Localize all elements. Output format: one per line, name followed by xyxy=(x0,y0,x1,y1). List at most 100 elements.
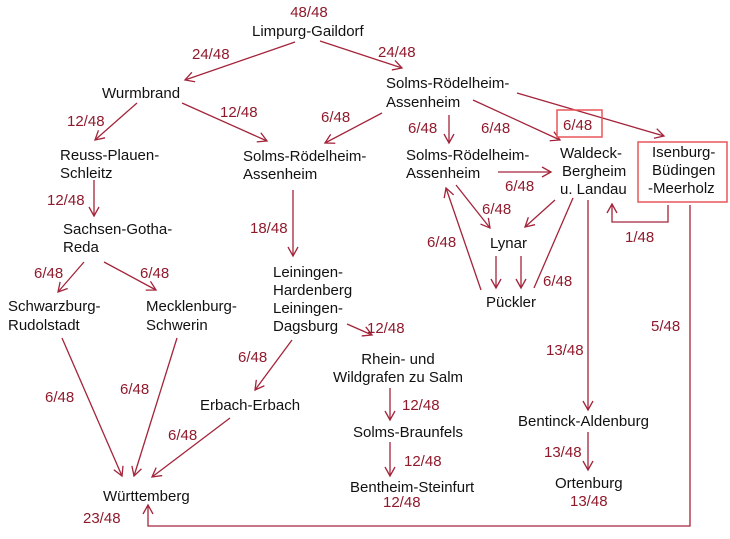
edge-label: 6/48 xyxy=(505,178,534,195)
edge-label: 6/48 xyxy=(45,389,74,406)
edge-label: 12/48 xyxy=(47,192,85,209)
node-wuerttemberg-share: 23/48 xyxy=(83,510,121,527)
node-line: Solms-Rödelheim- xyxy=(406,147,529,164)
node-line: Assenheim xyxy=(243,166,317,183)
node-solms-braunfels: Solms-Braunfels xyxy=(353,424,463,441)
edge-sachsen-schwarzburg xyxy=(57,261,85,294)
node-share: 48/48 xyxy=(290,4,328,21)
edge-erbach-wuerttemberg xyxy=(150,417,231,478)
edge-label: 6/48 xyxy=(543,273,572,290)
node-sachsen: Sachsen-Gotha-Reda xyxy=(63,221,172,256)
edge-label: 6/48 xyxy=(34,265,63,282)
edge-label: 6/48 xyxy=(140,265,169,282)
node-line: Solms-Rödelheim- xyxy=(243,148,366,165)
edge-leiningen-erbach xyxy=(254,339,293,392)
edge-schwarzburg-wuerttemberg xyxy=(61,337,124,478)
edge-isenburg-waldeck xyxy=(606,202,669,223)
node-isenburg: Isenburg-Büdingen-Meerholz xyxy=(648,144,715,197)
edge-label: 5/48 xyxy=(651,318,680,335)
node-line: Wildgrafen zu Salm xyxy=(333,369,463,386)
edge-label: 13/48 xyxy=(544,444,582,461)
node-solms-mid: Solms-Rödelheim-Assenheim xyxy=(243,148,366,183)
node-line: Sachsen-Gotha- xyxy=(63,221,172,238)
edge-label: 24/48 xyxy=(378,44,416,61)
node-schwarzburg: Schwarzburg- Rudolstadt xyxy=(8,298,101,334)
edge-label: 6/48 xyxy=(120,381,149,398)
node-line: Bergheim xyxy=(562,163,626,180)
node-line: Reuss-Plauen- xyxy=(60,147,159,164)
edge-label: 13/48 xyxy=(546,342,584,359)
node-pueckler: Pückler xyxy=(486,294,536,311)
edge-solms-right-lynar xyxy=(455,184,491,230)
node-line: Rudolstadt xyxy=(8,317,81,334)
edge-wurmbrand-solms-mid xyxy=(181,102,269,143)
edge-label: 6/48 xyxy=(168,427,197,444)
highlight-box-share xyxy=(556,109,603,138)
edge-labels: 24/48 24/48 12/48 12/48 6/48 6/48 6/48 6… xyxy=(34,44,680,470)
node-line: Schwerin xyxy=(146,317,208,334)
node-line: Isenburg- xyxy=(652,144,715,161)
node-line: Hardenberg xyxy=(273,282,352,299)
node-line: Leiningen- xyxy=(273,300,343,317)
edge-leiningen-rhein xyxy=(346,323,374,337)
edge-label: 6/48 xyxy=(408,120,437,137)
edge-wurmbrand-reuss xyxy=(93,102,138,141)
edge-label: 12/48 xyxy=(67,113,105,130)
edge-label: 24/48 xyxy=(192,46,230,63)
edge-sachsen-mecklenburg xyxy=(103,261,158,291)
node-lynar: Lynar xyxy=(490,235,527,252)
edge-solms-top-waldeck xyxy=(472,99,562,142)
node-ortenburg-share: 13/48 xyxy=(570,493,608,510)
node-wuerttemberg: Württemberg xyxy=(103,488,190,505)
edge-solms-top-isenburg xyxy=(516,92,666,139)
edge-pueckler-solms-right xyxy=(443,186,482,291)
node-bentheim-share: 12/48 xyxy=(383,494,421,511)
nodes: 48/48 Limpurg-Gaildorf Wurmbrand Solms-R… xyxy=(8,4,715,527)
node-line: Solms-Rödelheim- xyxy=(386,75,509,92)
edges xyxy=(57,40,691,527)
node-limpurg: Limpurg-Gaildorf xyxy=(252,23,365,40)
node-line: -Meerholz xyxy=(648,180,715,197)
node-line: Schleitz xyxy=(60,165,113,182)
edge-label: 1/48 xyxy=(625,229,654,246)
node-line: Reda xyxy=(63,239,100,256)
node-bentheim: Bentheim-Steinfurt xyxy=(350,479,475,496)
edge-mecklenburg-wuerttemberg xyxy=(131,337,178,478)
node-line: Assenheim xyxy=(406,165,480,182)
edge-label: 6/48 xyxy=(427,234,456,251)
node-reuss: Reuss-Plauen-Schleitz xyxy=(60,147,159,182)
node-line: Waldeck- xyxy=(560,145,622,162)
node-line: Rhein- und xyxy=(361,351,434,368)
node-line: Assenheim xyxy=(386,94,460,111)
edge-label: 6/48 xyxy=(482,201,511,218)
edge-solms-top-solms-mid xyxy=(323,112,383,144)
edge-limpurg-wurmbrand xyxy=(183,41,296,83)
node-bentinck: Bentinck-Aldenburg xyxy=(518,413,649,430)
edge-limpurg-solms xyxy=(319,40,404,71)
node-line: Mecklenburg- xyxy=(146,298,237,315)
node-wurmbrand: Wurmbrand xyxy=(102,85,180,102)
edge-label: 12/48 xyxy=(404,453,442,470)
edge-waldeck-lynar xyxy=(524,199,556,228)
node-line: Dagsburg xyxy=(273,318,338,335)
edge-label: 6/48 xyxy=(238,349,267,366)
edge-label: 12/48 xyxy=(402,397,440,414)
edge-label: 12/48 xyxy=(367,320,405,337)
edge-waldeck-pueckler xyxy=(533,197,574,289)
node-line: Schwarzburg- xyxy=(8,298,101,315)
node-line: u. Landau xyxy=(560,181,627,198)
node-mecklenburg: Mecklenburg- Schwerin xyxy=(146,298,237,334)
node-solms-top: Solms-Rödelheim- Assenheim xyxy=(386,75,509,111)
edge-label: 18/48 xyxy=(250,220,288,237)
node-ortenburg: Ortenburg xyxy=(555,475,623,492)
highlight-box-isenburg xyxy=(637,141,728,203)
node-line: Büdingen xyxy=(652,162,715,179)
edge-label: 12/48 xyxy=(220,104,258,121)
edge-isenburg-wuerttemberg xyxy=(142,205,691,527)
node-line: Leiningen- xyxy=(273,264,343,281)
edge-label: 6/48 xyxy=(481,120,510,137)
